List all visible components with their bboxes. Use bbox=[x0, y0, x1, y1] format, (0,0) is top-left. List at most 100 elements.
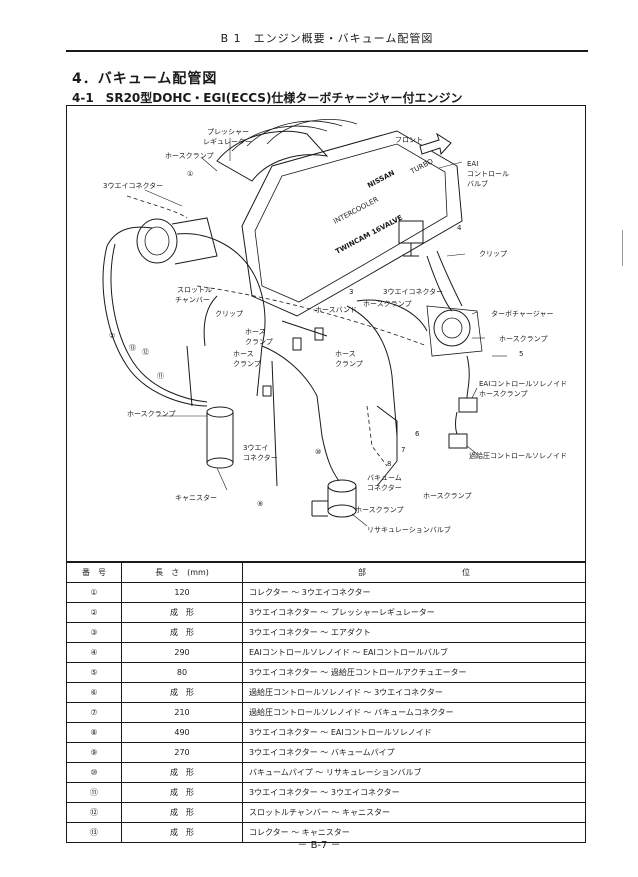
intake-runner-1 bbox=[216, 130, 329, 182]
callout-1: ① bbox=[187, 170, 193, 178]
row-number: ⑦ bbox=[66, 702, 122, 723]
label-three-way-left: 3ウエイコネクター bbox=[103, 181, 163, 190]
rocker-cover-outline bbox=[241, 130, 463, 317]
table-row: ⑧ 490 3ウエイコネクター ～ EAIコントロールソレノイド bbox=[66, 722, 586, 743]
label-hose-clamp-bottom: ホースクランプ bbox=[423, 492, 471, 500]
nissan-logo-text: NISSAN bbox=[366, 169, 396, 190]
label-hose-clamp-a-2: クランプ bbox=[245, 338, 273, 346]
label-hose-clamp-c-1: ホース bbox=[335, 350, 356, 358]
table-row: ⑤ 80 3ウエイコネクター ～ 過給圧コントロールアクチュエーター bbox=[66, 662, 586, 683]
hose-canister-throttle bbox=[102, 245, 208, 407]
label-hose-clamp-top: ホースクランプ bbox=[165, 152, 213, 160]
callout-10: ⑩ bbox=[315, 448, 321, 456]
vacuum-piping-diagram: NISSAN TURBO INTERCOOLER TWINCAM 16VALVE… bbox=[66, 105, 586, 562]
row-length: 成 形 bbox=[121, 682, 243, 703]
label-clip-mid: クリップ bbox=[215, 310, 243, 318]
label-hose-clamp-left: ホースクランプ bbox=[127, 410, 175, 418]
label-eai-solenoid: EAIコントロールソレノイド bbox=[479, 380, 567, 388]
hose-clamp-b bbox=[314, 327, 324, 341]
table-row: ⑬ 成 形 コレクター ～ キャニスター bbox=[66, 822, 586, 843]
row-part: 3ウエイコネクター ～ EAIコントロールソレノイド bbox=[242, 722, 586, 743]
callout-13: ⑬ bbox=[129, 344, 136, 352]
callout-7: 7 bbox=[401, 446, 405, 454]
vacuum-hose-table: 番 号 長 さ (mm) 部 位 ① 120 コレクター ～ 3ウエイコネクター… bbox=[66, 562, 586, 843]
label-canister: キャニスター bbox=[175, 493, 217, 502]
row-part: スロットルチャンバー ～ キャニスター bbox=[242, 802, 586, 823]
header-part: 部 位 bbox=[242, 562, 586, 583]
table-row: ⑦ 210 過給圧コントロールソレノイド ～ バキュームコネクター bbox=[66, 702, 586, 723]
label-hose-clamp-right: ホースクランプ bbox=[499, 335, 547, 343]
row-number: ⑥ bbox=[66, 682, 122, 703]
row-part: 過給圧コントロールソレノイド ～ バキュームコネクター bbox=[242, 702, 586, 723]
turbocharger-housing bbox=[433, 309, 471, 347]
row-length: 270 bbox=[121, 742, 243, 763]
label-hose-clamp-right2: ホースクランプ bbox=[479, 390, 527, 398]
row-part: コレクター ～ 3ウエイコネクター bbox=[242, 582, 586, 603]
row-number: ③ bbox=[66, 622, 122, 643]
canister-top bbox=[206, 406, 234, 418]
label-boost-solenoid: 過給圧コントロールソレノイド bbox=[469, 451, 567, 460]
label-three-way-low-1: 3ウエイ bbox=[243, 444, 268, 452]
label-vacuum-2: コネクター bbox=[367, 483, 402, 492]
callout-6: 6 bbox=[415, 430, 420, 438]
row-number: ⑩ bbox=[66, 762, 122, 783]
row-part: 3ウエイコネクター ～ 3ウエイコネクター bbox=[242, 782, 586, 803]
row-part: 過給圧コントロールソレノイド ～ 3ウエイコネクター bbox=[242, 682, 586, 703]
table-row: ⑩ 成 形 バキュームパイプ ～ リサキュレーションバルブ bbox=[66, 762, 586, 783]
label-eai-valve-2: コントロール bbox=[467, 170, 509, 178]
throttle-chamber-body bbox=[136, 218, 178, 264]
label-hose-clamp-mid: ホースクランプ bbox=[363, 300, 411, 308]
table-row: ③ 成 形 3ウエイコネクター ～ エアダクト bbox=[66, 622, 586, 643]
table-row: ① 120 コレクター ～ 3ウエイコネクター bbox=[66, 582, 586, 603]
page-header: B 1 エンジン概要・バキューム配管図 bbox=[220, 32, 434, 45]
label-pressure-regulator-2: レギュレーター bbox=[203, 137, 252, 146]
row-length: 成 形 bbox=[121, 782, 243, 803]
header-length: 長 さ (mm) bbox=[121, 562, 243, 583]
row-length: 成 形 bbox=[121, 802, 243, 823]
row-number: ⑫ bbox=[66, 802, 122, 823]
label-hose-clamp-b-2: クランプ bbox=[233, 360, 261, 368]
label-three-way-mid: 3ウエイコネクター bbox=[383, 287, 443, 296]
subsection-title: 4-1 SR20型DOHC・EGI(ECCS)仕様ターボチャージャー付エンジン bbox=[72, 91, 463, 105]
row-number: ⑧ bbox=[66, 722, 122, 743]
row-length: 成 形 bbox=[121, 762, 243, 783]
turbo-text: TURBO bbox=[408, 157, 435, 176]
label-recirc-valve: リサキュレーションバルブ bbox=[367, 525, 451, 534]
label-vacuum-1: バキューム bbox=[367, 474, 402, 482]
eai-solenoid bbox=[458, 397, 478, 413]
row-number: ⑤ bbox=[66, 662, 122, 683]
label-clip-right: クリップ bbox=[479, 250, 507, 258]
callout-11: ⑪ bbox=[157, 372, 164, 380]
row-part: 3ウエイコネクター ～ エアダクト bbox=[242, 622, 586, 643]
row-length: 210 bbox=[121, 702, 243, 723]
label-front: フロント bbox=[395, 136, 423, 144]
table-row: ⑥ 成 形 過給圧コントロールソレノイド ～ 3ウエイコネクター bbox=[66, 682, 586, 703]
intercooler-text: INTERCOOLER bbox=[332, 195, 380, 225]
row-number: ④ bbox=[66, 642, 122, 663]
row-part: 3ウエイコネクター ～ プレッシャーレギュレーター bbox=[242, 602, 586, 623]
callout-4: 4 bbox=[457, 224, 462, 232]
table-row: ② 成 形 3ウエイコネクター ～ プレッシャーレギュレーター bbox=[66, 602, 586, 623]
table-row: ⑪ 成 形 3ウエイコネクター ～ 3ウエイコネクター bbox=[66, 782, 586, 803]
header-number: 番 号 bbox=[66, 562, 122, 583]
row-number: ⑪ bbox=[66, 782, 122, 803]
row-part: EAIコントロールソレノイド ～ EAIコントロールバルブ bbox=[242, 642, 586, 663]
row-length: 成 形 bbox=[121, 622, 243, 643]
callout-5: 5 bbox=[519, 350, 523, 358]
label-eai-valve-3: バルブ bbox=[467, 179, 488, 188]
row-number: ① bbox=[66, 582, 122, 603]
engine-illustration: NISSAN TURBO INTERCOOLER TWINCAM 16VALVE… bbox=[102, 119, 567, 534]
label-hose-clamp-b-1: ホース bbox=[233, 350, 254, 358]
row-length: 成 形 bbox=[121, 602, 243, 623]
table-row: ④ 290 EAIコントロールソレノイド ～ EAIコントロールバルブ bbox=[66, 642, 586, 663]
boost-solenoid bbox=[448, 433, 468, 449]
hose-clamp-a bbox=[292, 337, 302, 351]
row-number: ⑨ bbox=[66, 742, 122, 763]
callout-2: ② bbox=[109, 332, 115, 340]
row-part: 3ウエイコネクター ～ バキュームパイプ bbox=[242, 742, 586, 763]
row-length: 120 bbox=[121, 582, 243, 603]
page-edge-mark bbox=[622, 230, 623, 266]
header-divider bbox=[66, 50, 588, 52]
table-header-row: 番 号 長 さ (mm) 部 位 bbox=[66, 562, 586, 583]
row-length: 成 形 bbox=[121, 822, 243, 843]
